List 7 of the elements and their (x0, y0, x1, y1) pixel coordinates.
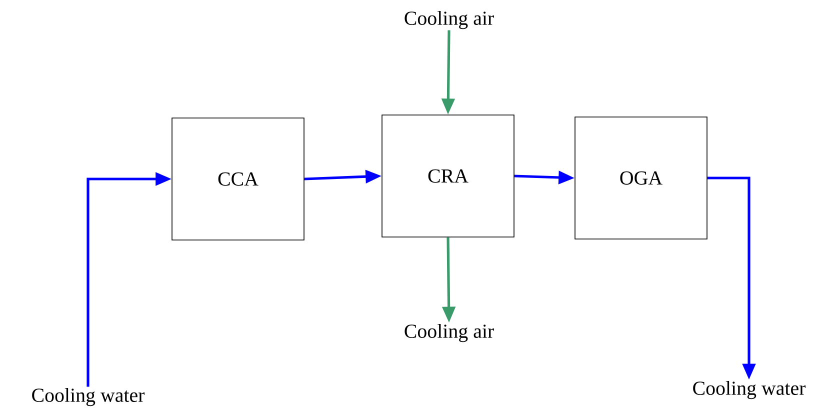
process-box: CRA (382, 114, 514, 238)
flow-label: Cooling water (693, 380, 806, 400)
process-box: CCA (172, 118, 304, 240)
flow-label: Cooling water (32, 388, 145, 406)
flow-label: Cooling air (404, 324, 494, 342)
process-box: OGA (574, 116, 708, 240)
flow-label: Cooling air (404, 10, 494, 30)
